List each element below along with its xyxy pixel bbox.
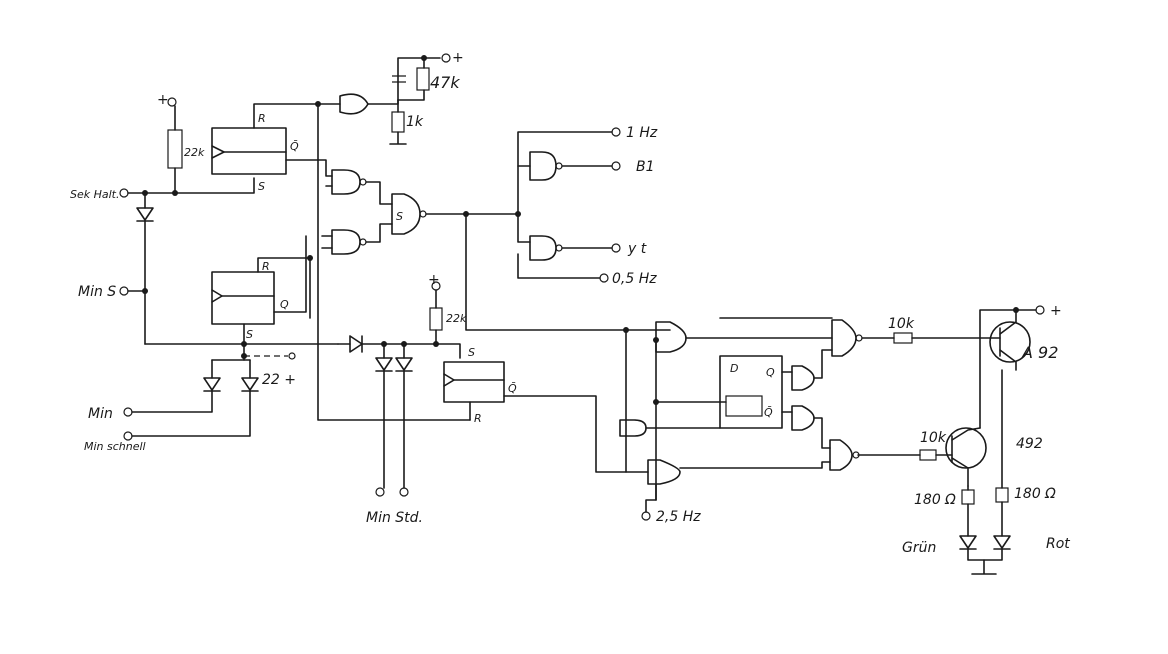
ff4-qbar-pin: Q̄ — [764, 406, 773, 419]
label-r-22k-a: 22k — [184, 146, 205, 159]
label-r-22k-b: 22k — [446, 312, 467, 325]
led-driver — [857, 305, 1045, 575]
ff1-qbar-pin: Q̄ — [290, 140, 299, 153]
label-t-a92: A 92 — [1021, 343, 1058, 362]
label-plus-top: + — [157, 92, 169, 108]
output-gates — [517, 127, 621, 283]
top-bias-network — [317, 53, 451, 145]
label-plus-mid: + — [428, 272, 440, 288]
ff3-s-pin: S — [468, 346, 475, 359]
label-min-schnell: Min schnell — [84, 440, 146, 453]
label-t-492: 492 — [1016, 436, 1043, 452]
label-vplus-right: + — [1050, 303, 1062, 319]
middle-section — [337, 213, 671, 497]
min-diodes — [123, 359, 259, 441]
label-in-25hz: 2,5 Hz — [656, 509, 701, 525]
label-out-yt: y t — [627, 241, 647, 257]
label-out-b1: B1 — [636, 159, 655, 175]
label-out-1hz: 1 Hz — [626, 125, 658, 141]
gate-cluster-1 — [317, 159, 521, 255]
sek-halt-input — [119, 97, 255, 345]
timing-rc — [241, 343, 296, 361]
right-logic — [619, 317, 863, 521]
label-vplus-top: + — [452, 50, 464, 66]
label-r-10k-a: 10k — [888, 316, 915, 332]
label-c-22: 22 + — [262, 372, 296, 388]
gate-s-label: S — [396, 210, 403, 223]
label-led-gruen: Grün — [902, 540, 936, 556]
ff2-r-pin: R — [262, 260, 270, 273]
min-s-input — [119, 286, 146, 296]
flipflop-2 — [211, 235, 309, 345]
label-led-rot: Rot — [1046, 536, 1070, 552]
label-min: Min — [88, 406, 113, 422]
label-sek-halt: Sek Halt. — [70, 188, 120, 201]
label-min-s: Min S — [78, 284, 116, 300]
label-r-1k: 1k — [406, 114, 424, 130]
ff3-r-pin: R — [474, 412, 482, 425]
ff2-q-pin: Q — [280, 298, 289, 311]
label-r-47k: 47k — [430, 73, 460, 92]
label-out-05hz: 0,5 Hz — [612, 271, 657, 287]
label-r-10k-b: 10k — [920, 430, 947, 446]
ff4-q-pin: Q — [766, 366, 775, 379]
ff3-qbar-pin: Q̄ — [508, 382, 517, 395]
ff1-s-pin: S — [258, 180, 265, 193]
ff1-r-pin: R — [258, 112, 266, 125]
flipflop-1 — [211, 103, 319, 175]
label-min-std: Min Std. — [366, 510, 423, 526]
ff2-s-pin: S — [246, 328, 253, 341]
ff4-d-pin: D — [730, 362, 738, 375]
label-r-180-b: 180 Ω — [1014, 486, 1056, 502]
label-r-180-a: 180 Ω — [914, 492, 956, 508]
